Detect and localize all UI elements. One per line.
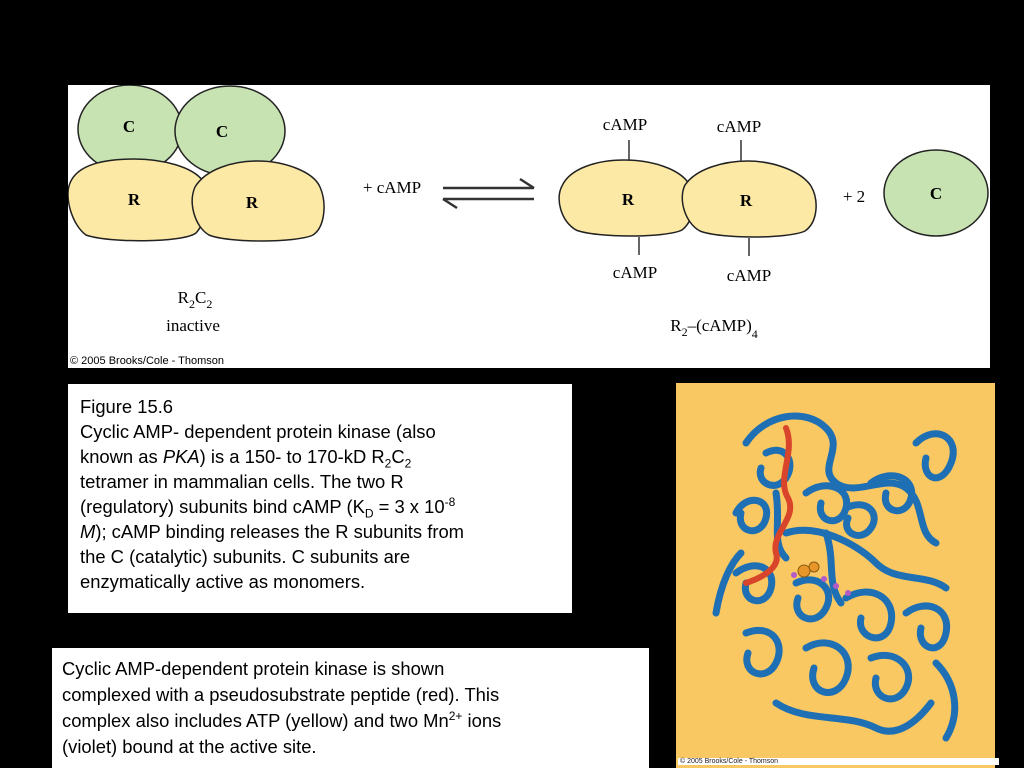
r-label-1: R bbox=[128, 190, 141, 209]
pka-diagram: C C R R R2C2 inactive + cAMP R R cAMP cA… bbox=[68, 85, 989, 341]
left-state-label: inactive bbox=[166, 316, 220, 335]
c-label-2: C bbox=[216, 122, 228, 141]
caption-line-4: (regulatory) subunits bind cAMP (KD = 3 … bbox=[80, 494, 456, 521]
catalytic-subunit-free bbox=[883, 149, 989, 237]
caption-line-1: Cyclic AMP- dependent protein kinase (al… bbox=[80, 421, 436, 442]
r-label-4: R bbox=[740, 191, 753, 210]
caption-line-3: tetramer in mammalian cells. The two R bbox=[80, 471, 404, 492]
protein-ribbon-structure bbox=[712, 412, 959, 742]
right-formula: R2–(cAMP)4 bbox=[670, 316, 758, 341]
figure-caption: Figure 15.6 Cyclic AMP- dependent protei… bbox=[68, 384, 572, 613]
description-line-1: Cyclic AMP-dependent protein kinase is s… bbox=[62, 658, 445, 679]
camp-label-bottom-2: cAMP bbox=[727, 266, 771, 285]
camp-binding-lines bbox=[628, 140, 750, 256]
plus-two-label: + 2 bbox=[843, 187, 865, 206]
caption-line-7: enzymatically active as monomers. bbox=[80, 571, 366, 592]
c-label-free: C bbox=[930, 184, 942, 203]
description-line-3: complex also includes ATP (yellow) and t… bbox=[62, 708, 502, 731]
r-label-2: R bbox=[246, 193, 259, 212]
structure-description: Cyclic AMP-dependent protein kinase is s… bbox=[52, 648, 649, 768]
structure-copyright: © 2005 Brooks/Cole - Thomson bbox=[678, 758, 999, 765]
caption-line-5: M); cAMP binding releases the R subunits… bbox=[80, 521, 464, 542]
pseudosubstrate-peptide bbox=[743, 425, 794, 586]
pka-diagram-panel: C C R R R2C2 inactive + cAMP R R cAMP cA… bbox=[68, 85, 990, 368]
description-line-4: (violet) bound at the active site. bbox=[62, 736, 317, 757]
camp-label-bottom-1: cAMP bbox=[613, 263, 657, 282]
mn-ions bbox=[791, 572, 851, 596]
left-formula: R2C2 bbox=[178, 288, 213, 311]
protein-ribbon bbox=[712, 412, 959, 742]
protein-structure-image: © 2005 Brooks/Cole - Thomson bbox=[676, 383, 999, 768]
figure-number: Figure 15.6 bbox=[80, 396, 174, 417]
atp-molecule bbox=[797, 564, 811, 578]
r-label-3: R bbox=[622, 190, 635, 209]
description-line-2: complexed with a pseudosubstrate peptide… bbox=[62, 684, 500, 705]
camp-label-top-1: cAMP bbox=[603, 115, 647, 134]
equilibrium-arrows bbox=[442, 177, 535, 210]
c-label-1: C bbox=[123, 117, 135, 136]
caption-line-6: the C (catalytic) subunits. C subunits a… bbox=[80, 546, 411, 567]
regulatory-subunit-left-2 bbox=[191, 160, 325, 242]
plus-camp-label: + cAMP bbox=[363, 178, 421, 197]
diagram-copyright: © 2005 Brooks/Cole - Thomson bbox=[70, 355, 225, 367]
atp-molecule-2 bbox=[808, 561, 820, 573]
camp-label-top-2: cAMP bbox=[717, 117, 761, 136]
caption-line-2: known as PKA) is a 150- to 170-kD R2C2 bbox=[80, 446, 412, 471]
